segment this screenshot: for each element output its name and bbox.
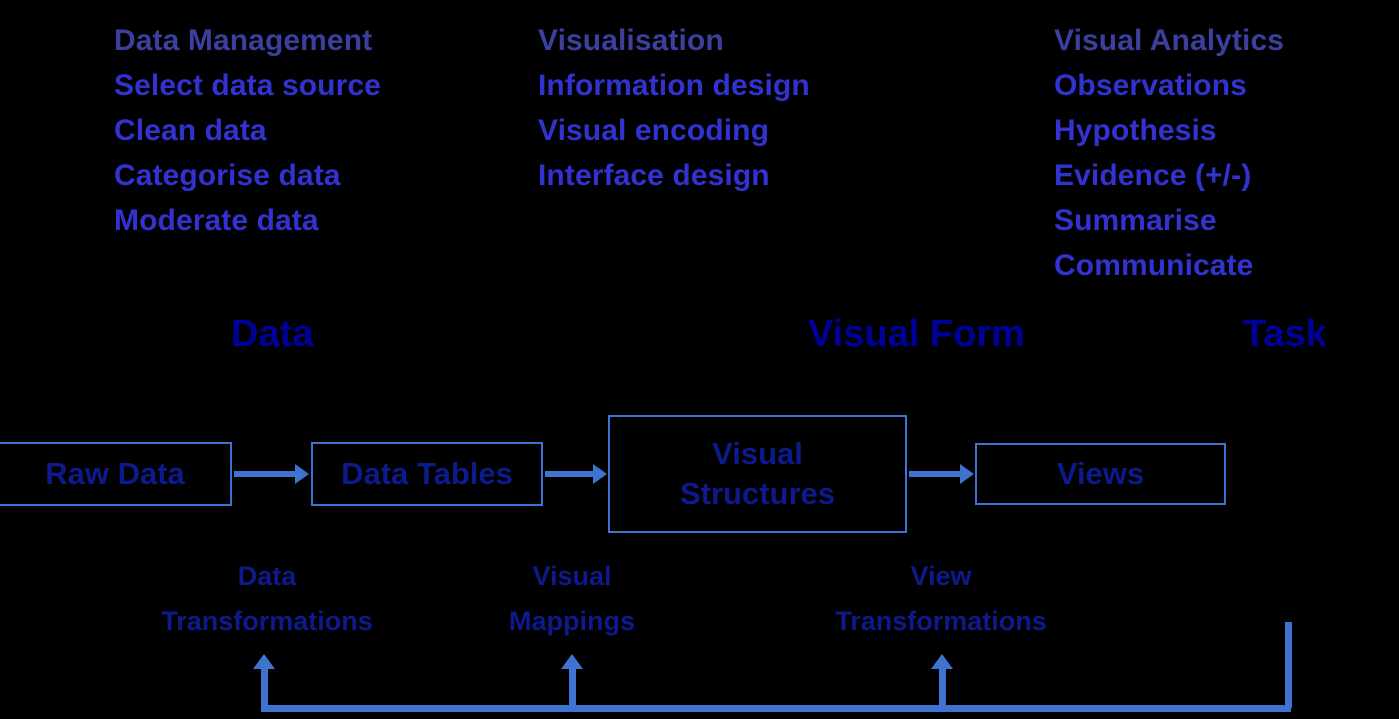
phase-column-visual-analytics: Visual Analytics Observations Hypothesis…	[1054, 18, 1284, 288]
pipeline-box-visual-structures[interactable]: Visual Structures	[608, 415, 907, 533]
phase-title-visualisation: Visualisation	[538, 24, 724, 57]
phase-item-information-design: Information design	[538, 69, 810, 102]
pipeline-box-label-visual-structures: Visual Structures	[679, 436, 836, 511]
stage-heading-task: Task	[1243, 313, 1327, 355]
flow-arrow-visual-structures-to-views	[909, 464, 974, 484]
phase-item-evidence: Evidence (+/-)	[1054, 159, 1252, 192]
phase-item-select-data-source: Select data source	[114, 69, 381, 102]
phase-item-observations: Observations	[1054, 69, 1247, 102]
phase-column-data-management: Data Management Select data source Clean…	[114, 18, 381, 243]
pipeline-box-label-raw-data: Raw Data	[45, 456, 185, 491]
stage-heading-visual-form: Visual Form	[808, 313, 1025, 355]
phase-item-interface-design: Interface design	[538, 159, 770, 192]
pipeline-box-label-views: Views	[1056, 456, 1145, 491]
phase-item-hypothesis: Hypothesis	[1054, 114, 1217, 147]
phase-column-visualisation: Visualisation Information design Visual …	[538, 18, 810, 198]
feedback-horizontal-line	[261, 705, 1291, 712]
feedback-right-riser	[1285, 622, 1292, 708]
pipeline-box-raw-data[interactable]: Raw Data	[0, 442, 232, 506]
phase-item-communicate: Communicate	[1054, 249, 1254, 282]
transform-label-view-transformations: View Transformations	[835, 561, 1047, 636]
flow-arrow-raw-data-to-data-tables	[234, 464, 309, 484]
feedback-arrow-data-transformations	[253, 654, 275, 708]
transform-label-visual-mappings: Visual Mappings	[509, 561, 635, 636]
stage-heading-data: Data	[231, 313, 314, 355]
phase-title-visual-analytics: Visual Analytics	[1054, 24, 1285, 57]
feedback-arrow-view-transformations	[931, 654, 953, 708]
feedback-arrow-visual-mappings	[561, 654, 583, 708]
pipeline-box-views[interactable]: Views	[975, 443, 1226, 505]
transform-label-data-transformations: Data Transformations	[161, 561, 373, 636]
phase-item-visual-encoding: Visual encoding	[538, 114, 769, 147]
pipeline-box-data-tables[interactable]: Data Tables	[311, 442, 543, 506]
phase-item-categorise-data: Categorise data	[114, 159, 341, 192]
phase-item-moderate-data: Moderate data	[114, 204, 319, 237]
pipeline-box-label-data-tables: Data Tables	[341, 456, 513, 491]
flow-arrow-data-tables-to-visual-structures	[545, 464, 607, 484]
phase-title-data-management: Data Management	[114, 24, 373, 57]
phase-item-clean-data: Clean data	[114, 114, 267, 147]
phase-item-summarise: Summarise	[1054, 204, 1217, 237]
